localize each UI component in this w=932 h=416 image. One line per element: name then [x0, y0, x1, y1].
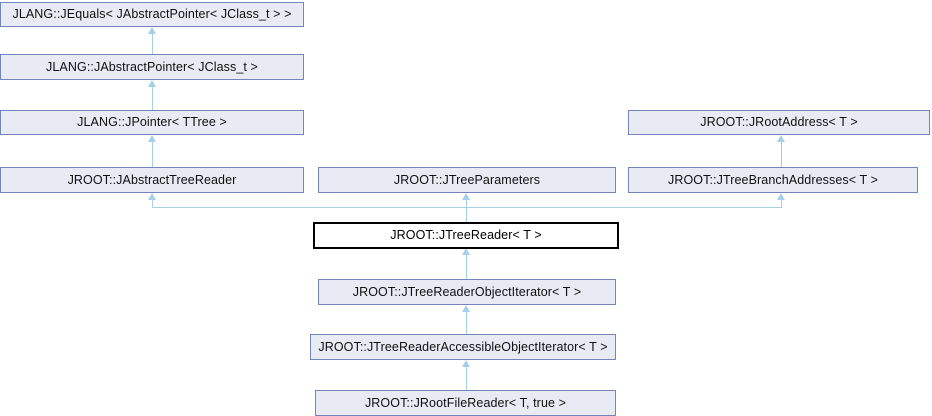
edge-jtreereaderobjectiterator-to-jtreereader [466, 255, 467, 279]
edge-arrowhead-jtreereaderobjectiterator [462, 305, 470, 312]
edge-jpointer-to-jabstractpointer [152, 87, 153, 110]
edge-arrowhead-jtreebranchaddresses [777, 193, 785, 200]
edge-arrowhead-jtreeparameters [462, 193, 470, 200]
edge-jtreebranchaddresses-to-jrootaddress [781, 142, 782, 167]
edge-jtreereader-to-jabstracttreereader [152, 200, 153, 208]
edge-arrowhead-jpointer [148, 135, 156, 142]
edge-jtreereader-bus-right [466, 207, 782, 208]
edge-jtreereader-bus-left [152, 207, 466, 208]
edge-arrowhead-jabstracttreereader [148, 193, 156, 200]
edge-arrowhead-jequals [148, 27, 156, 34]
class-node-jtreereaderobjectiterator[interactable]: JROOT::JTreeReaderObjectIterator< T > [318, 279, 616, 305]
class-node-jequals[interactable]: JLANG::JEquals< JAbstractPointer< JClass… [0, 2, 304, 27]
edge-arrowhead-jabstractpointer [148, 80, 156, 87]
edge-jtreereader-to-jtreeparameters [466, 200, 467, 222]
class-node-jrootaddress[interactable]: JROOT::JRootAddress< T > [628, 110, 930, 135]
edge-arrowhead-jrootaddress [777, 135, 785, 142]
class-node-jpointer[interactable]: JLANG::JPointer< TTree > [0, 110, 304, 135]
class-node-jtreebranchaddresses[interactable]: JROOT::JTreeBranchAddresses< T > [628, 167, 918, 193]
class-node-jtreeparameters[interactable]: JROOT::JTreeParameters [318, 167, 616, 193]
class-node-jabstractpointer[interactable]: JLANG::JAbstractPointer< JClass_t > [0, 54, 304, 80]
class-node-jrootfilereader[interactable]: JROOT::JRootFileReader< T, true > [315, 390, 616, 416]
edge-jrootfilereader-to-accessibleiterator [466, 367, 467, 390]
edge-arrowhead-jtreereader [462, 248, 470, 255]
edge-arrowhead-accessibleiterator [462, 360, 470, 367]
edge-jabstracttreereader-to-jpointer [152, 142, 153, 167]
class-node-jtreereaderaccessibleobjectiterator[interactable]: JROOT::JTreeReaderAccessibleObjectIterat… [310, 334, 616, 360]
edge-jtreereader-to-jtreebranchaddresses [781, 200, 782, 208]
edge-jabstractpointer-to-jequals [152, 34, 153, 54]
class-node-jtreereader[interactable]: JROOT::JTreeReader< T > [313, 222, 619, 249]
edge-accessibleiterator-to-objectiterator [466, 312, 467, 334]
class-node-jabstracttreereader[interactable]: JROOT::JAbstractTreeReader [0, 167, 304, 193]
